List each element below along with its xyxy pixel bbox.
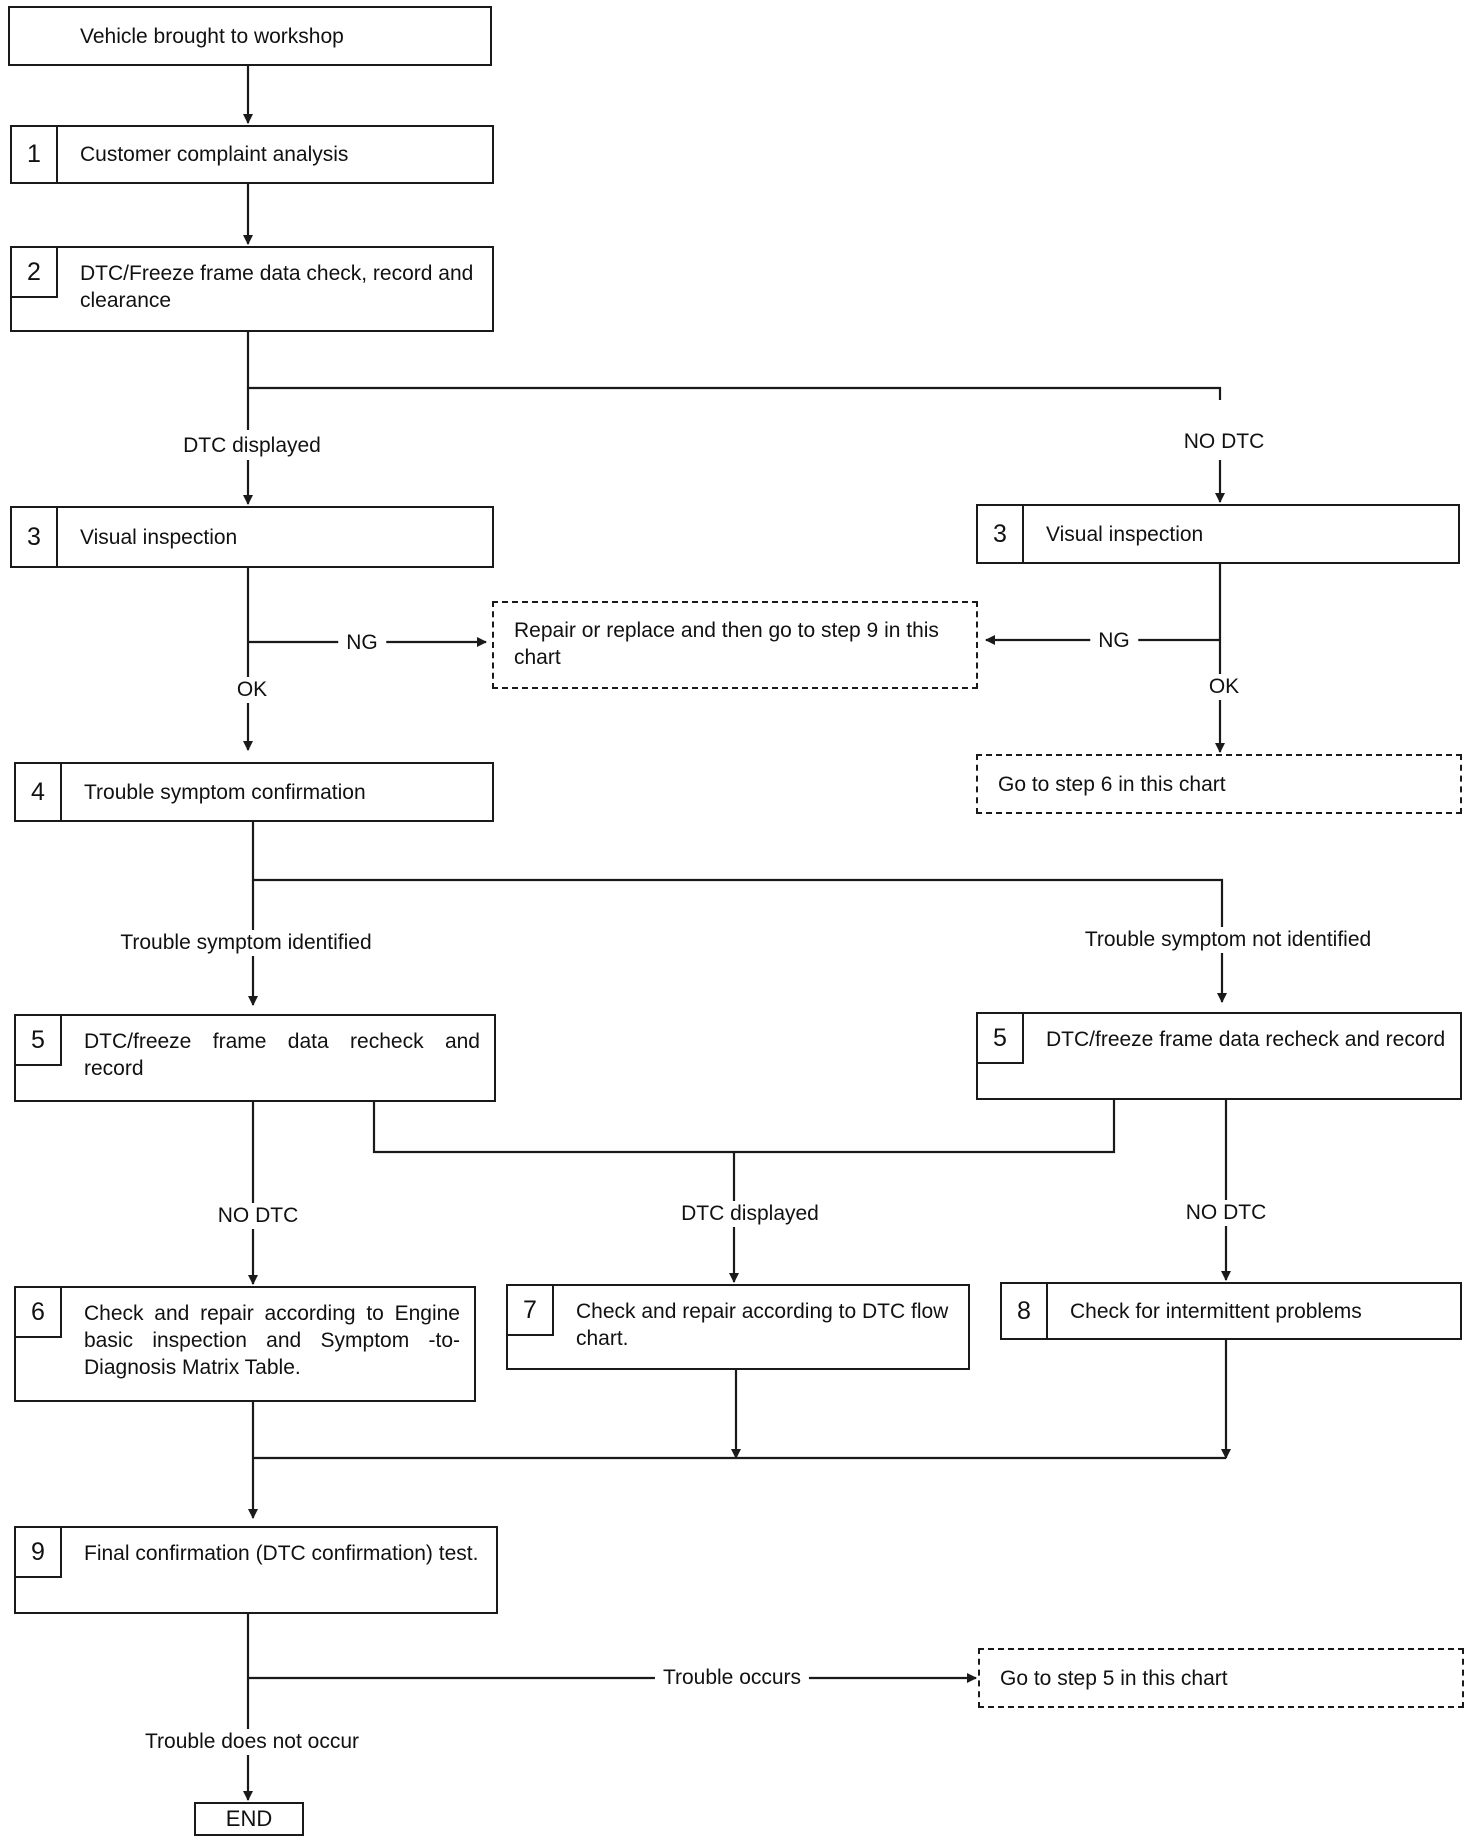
step-3-right-box: 3 Visual inspection (976, 504, 1460, 564)
step-6-box: 6 Check and repair according to Engine b… (14, 1286, 476, 1402)
step-number: 8 (1002, 1284, 1048, 1338)
step-8-box: 8 Check for intermittent problems (1000, 1282, 1462, 1340)
step-number: 7 (508, 1286, 554, 1336)
goto-step-5-box: Go to step 5 in this chart (978, 1648, 1464, 1708)
label-no-dtc-right: NO DTC (1177, 1200, 1275, 1226)
label-symptom-not-identified: Trouble symptom not identified (1076, 927, 1380, 953)
label-no-dtc: NO DTC (1175, 429, 1273, 455)
step-text: DTC/freeze frame data recheck and record (1046, 1028, 1446, 1051)
split-after-2 (246, 332, 1222, 400)
repair-note-text: Repair or replace and then go to step 9 … (514, 619, 939, 669)
step-text: Final confirmation (DTC confirmation) te… (84, 1542, 479, 1565)
label-ok-right: OK (1200, 674, 1248, 700)
step-text: Customer complaint analysis (80, 143, 349, 166)
step-text: Visual inspection (1046, 522, 1204, 546)
start-text: Vehicle brought to workshop (80, 24, 344, 48)
step-text: Check for intermittent problems (1070, 1299, 1362, 1323)
step-text: DTC/freeze frame data recheck and record (84, 1030, 480, 1080)
label-trouble-occurs: Trouble occurs (654, 1665, 810, 1691)
join-dtc-displayed (372, 1098, 1116, 1154)
step-1-box: 1 Customer complaint analysis (10, 125, 494, 184)
step-number: 3 (978, 506, 1024, 562)
step-text: Trouble symptom confirmation (84, 780, 366, 804)
goto-step-6-box: Go to step 6 in this chart (976, 754, 1462, 814)
step-text: Check and repair according to DTC flow c… (576, 1300, 949, 1350)
split-after-4 (251, 820, 1224, 930)
step-number: 4 (16, 764, 62, 820)
label-dtc-displayed-center: DTC displayed (673, 1201, 827, 1227)
repair-note-box: Repair or replace and then go to step 9 … (492, 601, 978, 689)
step-number: 3 (12, 508, 58, 566)
label-trouble-does-not-occur: Trouble does not occur (136, 1729, 368, 1755)
step-number: 5 (978, 1014, 1024, 1064)
step-5-left-box: 5 DTC/freeze frame data recheck and reco… (14, 1014, 496, 1102)
step-2-box: 2 DTC/Freeze frame data check, record an… (10, 246, 494, 332)
goto-step-6-text: Go to step 6 in this chart (998, 772, 1226, 796)
step-number: 1 (12, 127, 58, 182)
step-7-box: 7 Check and repair according to DTC flow… (506, 1284, 970, 1370)
label-symptom-identified: Trouble symptom identified (112, 930, 380, 956)
step-number: 5 (16, 1016, 62, 1066)
end-terminal: END (194, 1802, 304, 1836)
label-ng-right: NG (1090, 628, 1138, 654)
step-number: 2 (12, 248, 58, 298)
label-no-dtc-left: NO DTC (209, 1203, 307, 1229)
step-4-box: 4 Trouble symptom confirmation (14, 762, 494, 822)
start-box: Vehicle brought to workshop (8, 6, 492, 66)
step-3-left-box: 3 Visual inspection (10, 506, 494, 568)
label-ok-left: OK (228, 677, 276, 703)
step-text: DTC/Freeze frame data check, record and … (80, 262, 474, 312)
goto-step-5-text: Go to step 5 in this chart (1000, 1666, 1228, 1690)
step-9-box: 9 Final confirmation (DTC confirmation) … (14, 1526, 498, 1614)
step-number: 6 (16, 1288, 62, 1338)
step-5-right-box: 5 DTC/freeze frame data recheck and reco… (976, 1012, 1462, 1100)
step-text: Visual inspection (80, 525, 238, 549)
step-number: 9 (16, 1528, 62, 1578)
label-dtc-displayed: DTC displayed (175, 433, 329, 459)
step-text: Check and repair according to Engine bas… (84, 1302, 460, 1379)
label-ng-left: NG (338, 630, 386, 656)
